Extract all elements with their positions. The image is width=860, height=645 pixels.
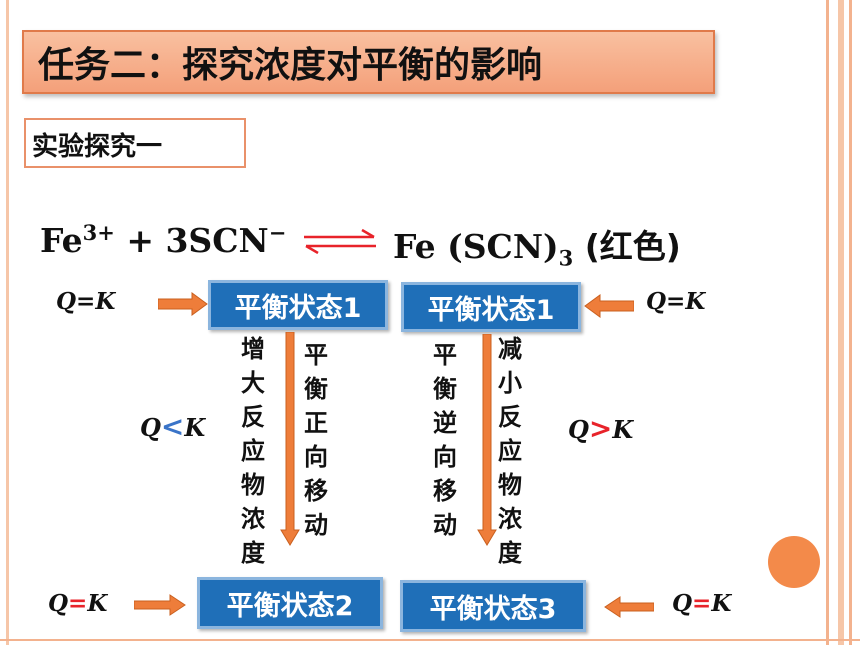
state-label: 平衡状态2 [226, 590, 354, 622]
reactant-scn: + 3SCN [114, 221, 269, 260]
label-increase-reactant: 增大反应物浓度 [241, 335, 265, 567]
reactant-fe: Fe [40, 221, 83, 260]
decor-orange-circle [768, 536, 820, 588]
label-forward-shift: 平衡正向移动 [304, 341, 328, 539]
decor-bottom-line [0, 639, 860, 641]
product-subscript: 3 [558, 245, 574, 271]
state-label: 平衡状态1 [234, 292, 362, 324]
state-box-1-left: 平衡状态1 [208, 280, 388, 330]
qk-bottom-right: Q=K [672, 590, 732, 617]
decor-stripe-right-3 [849, 0, 852, 645]
product-color-note: (红色) [573, 227, 681, 266]
arrow-right-icon [158, 292, 208, 316]
title-banner [22, 30, 715, 94]
arrow-left-icon [604, 596, 654, 618]
reaction-equation-right: Fe (SCN)3 (红色) [393, 220, 681, 271]
label-decrease-reactant: 减小反应物浓度 [498, 335, 522, 567]
subtitle-box [24, 118, 246, 168]
equilibrium-arrows-icon [304, 228, 376, 254]
label-reverse-shift: 平衡逆向移动 [433, 341, 457, 539]
decor-stripe-left [6, 0, 9, 645]
arrow-right-icon [134, 594, 186, 616]
arrow-down-icon [280, 332, 300, 546]
product-fescn: Fe (SCN) [393, 227, 559, 266]
qk-mid-right: Q>K [568, 412, 634, 445]
qk-top-right: Q=K [646, 288, 706, 315]
section-subtitle: 实验探究一 [32, 132, 163, 162]
qk-top-left: Q=K [56, 288, 116, 315]
state-label: 平衡状态1 [427, 294, 555, 326]
qk-bottom-left: Q=K [48, 590, 108, 617]
decor-stripe-right-1 [826, 0, 829, 645]
state-box-1-right: 平衡状态1 [401, 282, 581, 332]
reactant-fe-charge: 3+ [82, 220, 115, 245]
arrow-left-icon [584, 294, 634, 318]
page-title: 任务二：探究浓度对平衡的影响 [38, 45, 543, 86]
state-box-3: 平衡状态3 [400, 580, 586, 632]
arrow-down-icon [477, 334, 497, 546]
reactant-scn-charge: − [268, 220, 287, 245]
state-box-2: 平衡状态2 [197, 577, 383, 629]
qk-mid-left: Q<K [140, 410, 206, 443]
decor-stripe-right-2 [838, 0, 844, 645]
state-label: 平衡状态3 [429, 593, 557, 625]
reaction-equation-left: Fe3+ + 3SCN− [40, 220, 286, 260]
